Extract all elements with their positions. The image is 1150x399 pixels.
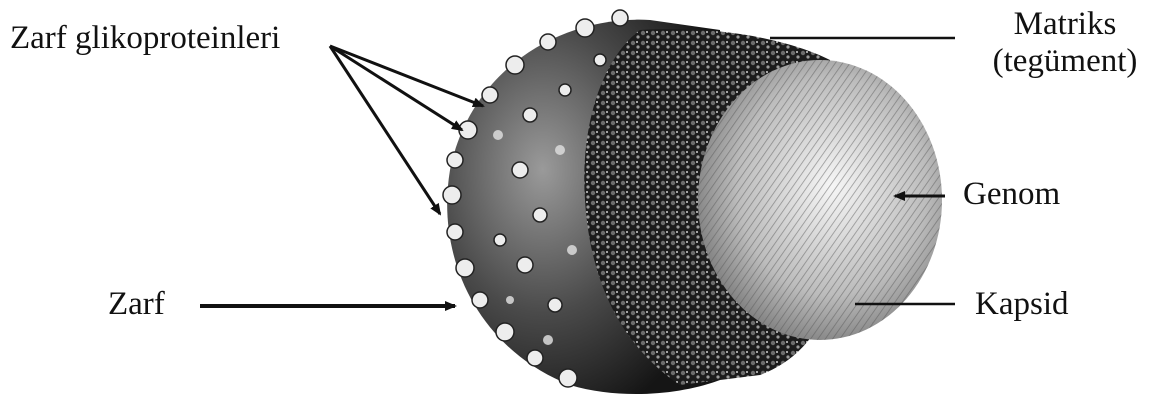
- label-capsid: Kapsid: [975, 286, 1069, 323]
- label-matrix: Matriks (tegüment): [985, 6, 1145, 80]
- label-matrix-line2: (tegüment): [985, 43, 1145, 80]
- label-envelope-glycoproteins: Zarf glikoproteinleri: [10, 20, 280, 57]
- arrow-glyco-1: [330, 46, 483, 106]
- arrow-glyco-3: [330, 46, 440, 214]
- label-genome: Genom: [963, 176, 1060, 213]
- label-matrix-line1: Matriks: [985, 6, 1145, 43]
- capsid-texture: [698, 60, 942, 340]
- label-envelope: Zarf: [108, 286, 165, 323]
- arrow-glyco-2: [330, 46, 462, 130]
